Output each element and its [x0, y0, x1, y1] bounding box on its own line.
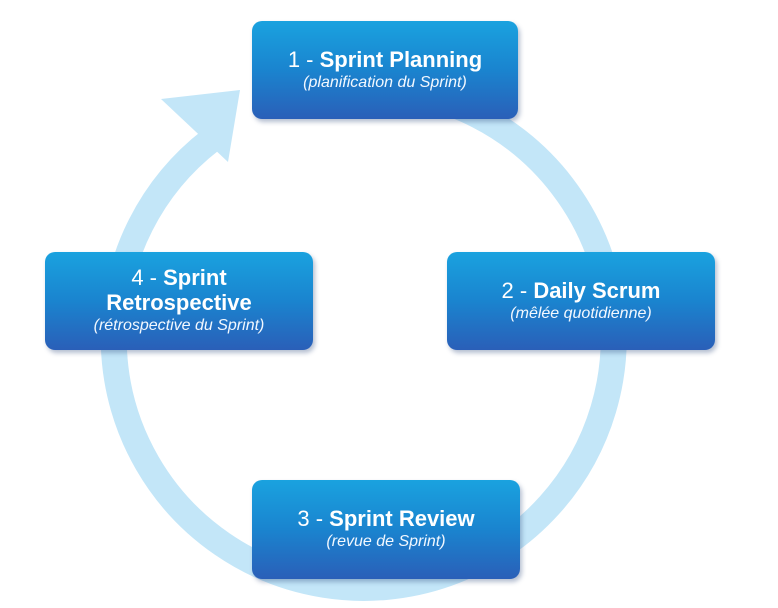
phase-name-line2: Retrospective [106, 290, 252, 315]
phase-box-daily-scrum: 2 - Daily Scrum (mêlée quotidienne) [447, 252, 715, 350]
phase-subtitle: (planification du Sprint) [303, 73, 467, 91]
phase-box-sprint-retrospective: 4 - Sprint Retrospective (rétrospective … [45, 252, 313, 350]
phase-name: Sprint Review [329, 506, 475, 531]
phase-number: 2 - [501, 277, 534, 303]
phase-name: Sprint Planning [319, 46, 483, 72]
phase-subtitle: (rétrospective du Sprint) [93, 317, 265, 334]
phase-title-line2: Retrospective [106, 290, 252, 315]
phase-title: 3 - Sprint Review [297, 506, 474, 531]
phase-title: 4 - Sprint [131, 265, 226, 290]
phase-title: 1 - Sprint Planning [288, 47, 482, 72]
phase-subtitle: (revue de Sprint) [326, 533, 446, 550]
phase-box-sprint-review: 3 - Sprint Review (revue de Sprint) [252, 480, 520, 579]
phase-name: Daily Scrum [533, 277, 661, 303]
phase-number: 3 - [297, 506, 330, 531]
phase-box-sprint-planning: 1 - Sprint Planning (planification du Sp… [252, 21, 518, 119]
cycle-arrowhead [161, 90, 240, 162]
phase-title: 2 - Daily Scrum [502, 278, 661, 303]
phase-number: 4 - [131, 265, 164, 290]
phase-name: Sprint [163, 265, 227, 290]
phase-number: 1 - [287, 46, 320, 72]
phase-subtitle: (mêlée quotidienne) [510, 304, 652, 322]
